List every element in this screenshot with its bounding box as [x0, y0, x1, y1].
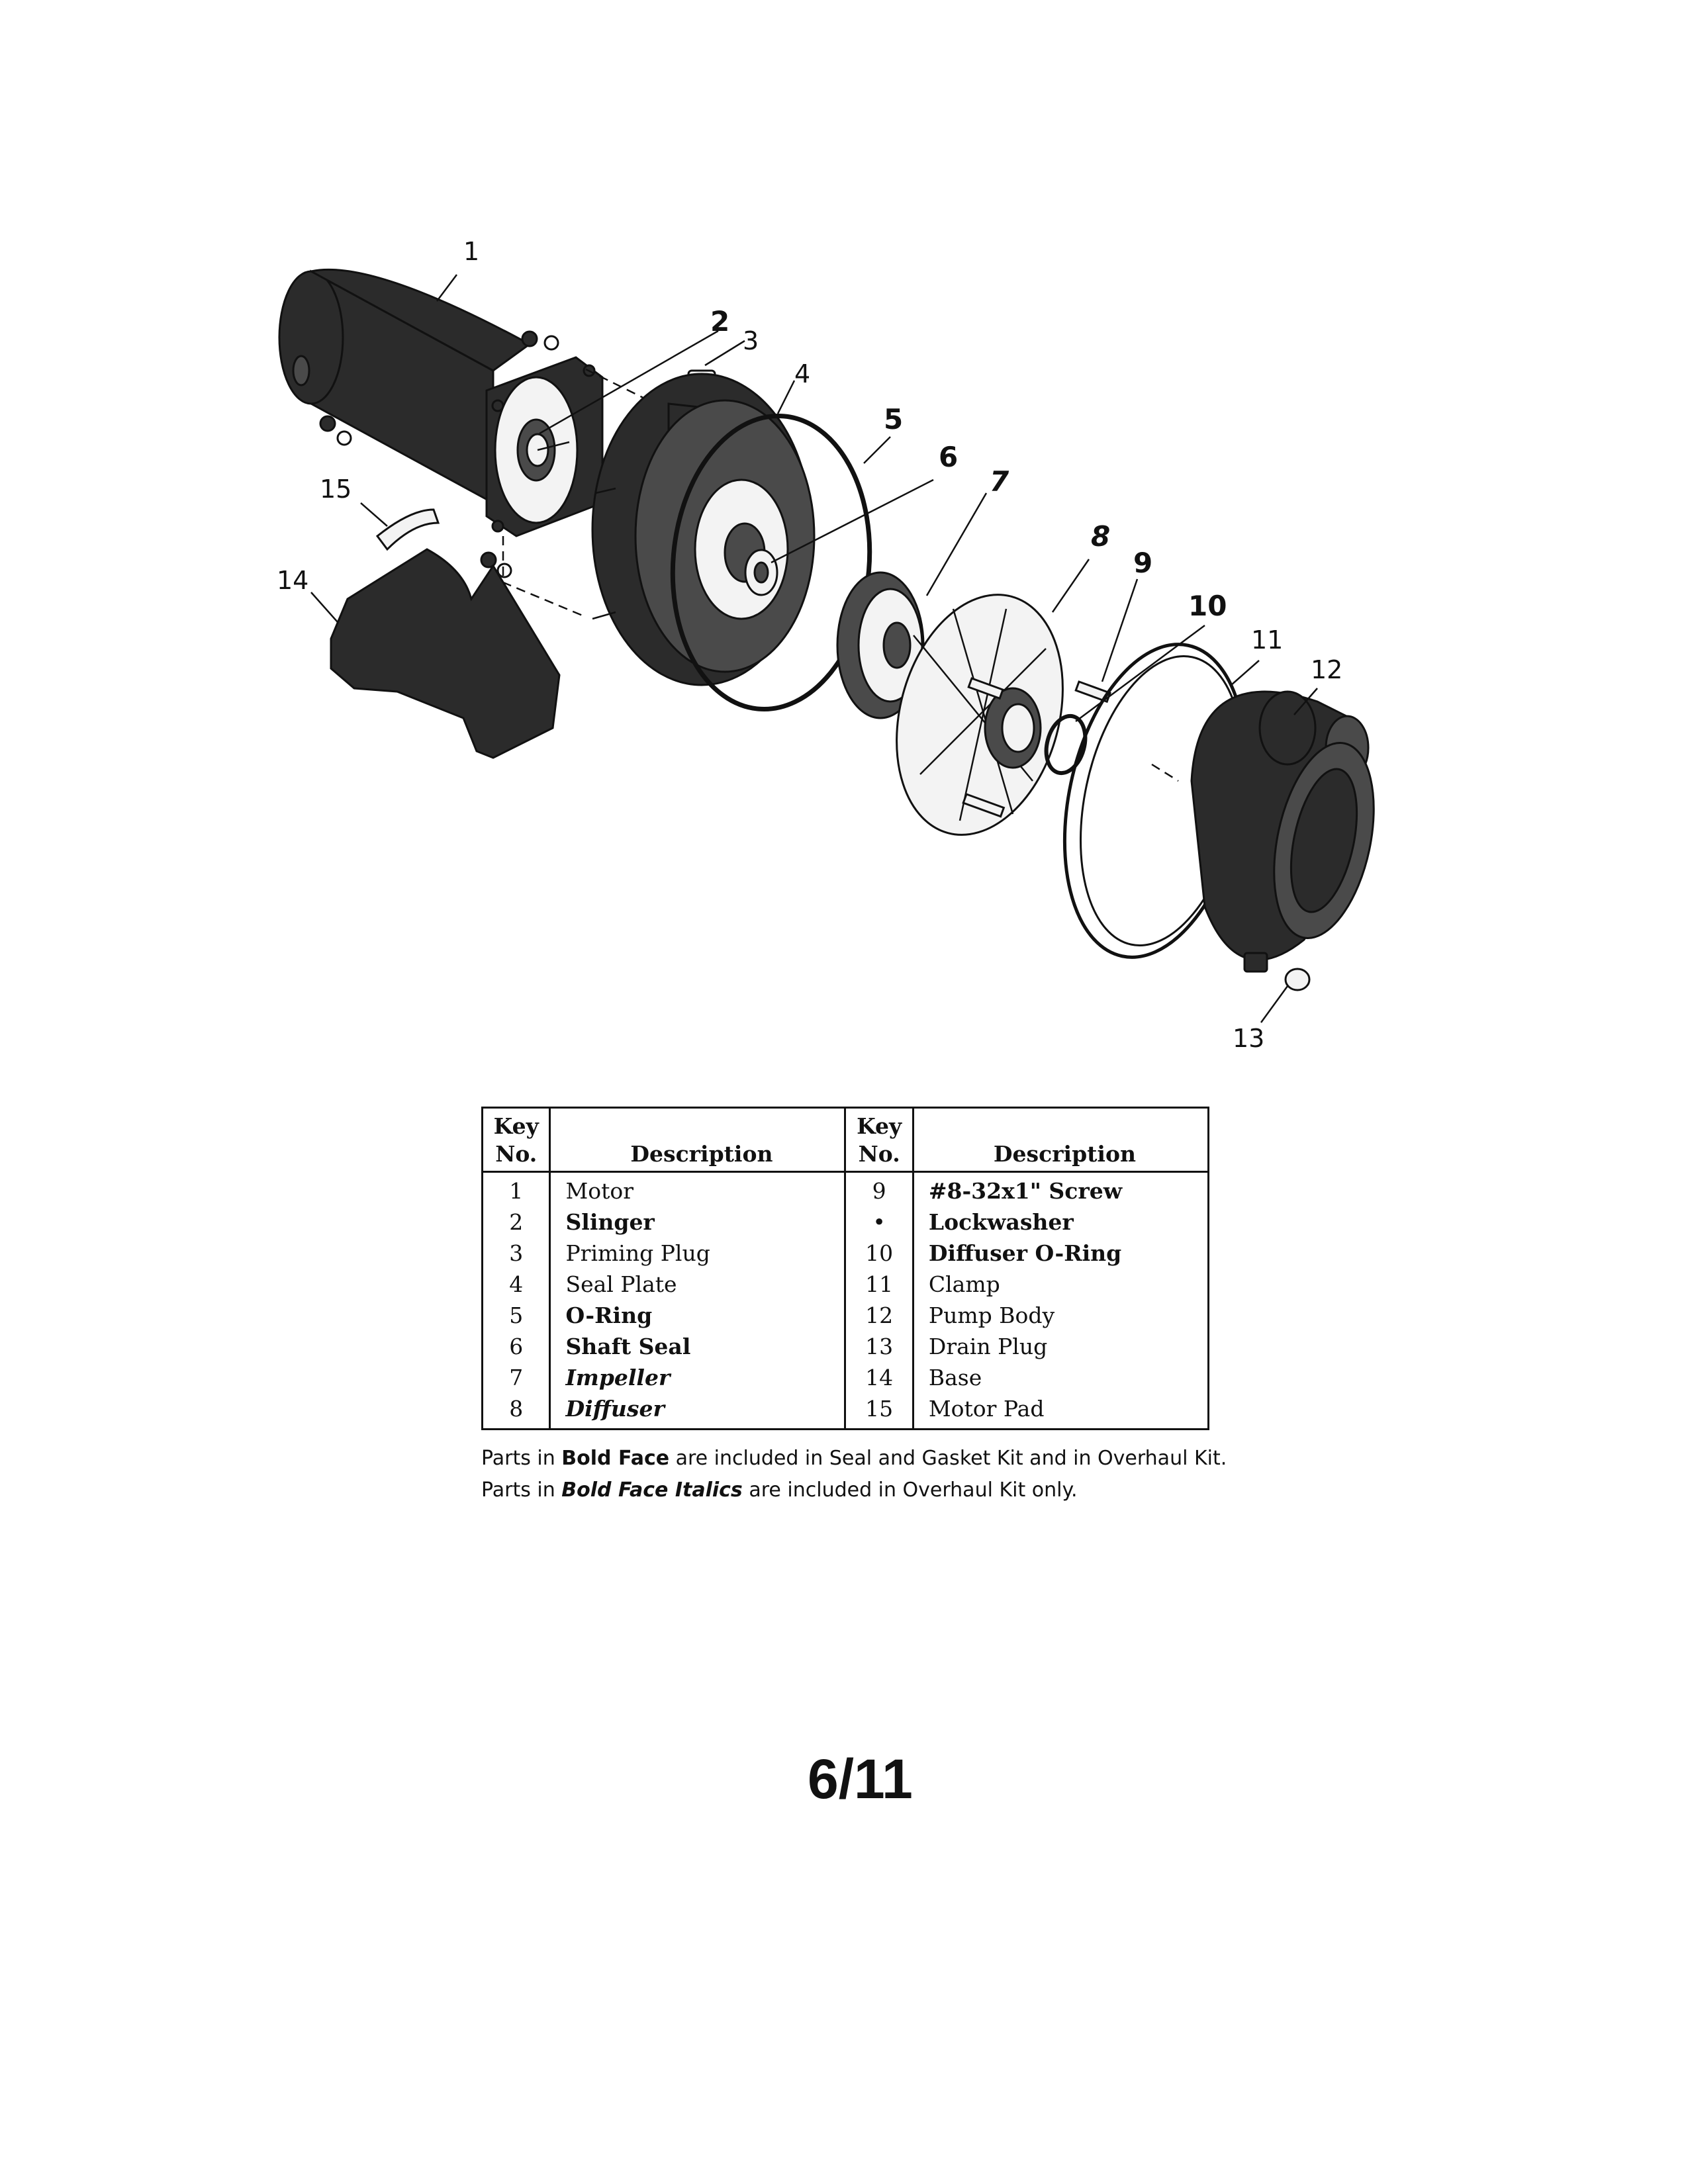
- motor-nuts-washers: [319, 330, 559, 578]
- key-cell: 7: [509, 1365, 524, 1390]
- table-row: 4 Seal Plate 11 Clamp: [483, 1269, 1209, 1300]
- motor-pad: [375, 508, 440, 551]
- pump-body: [1190, 690, 1375, 961]
- description-cell: Seal Plate: [549, 1269, 845, 1300]
- key-cell: 1: [509, 1178, 524, 1204]
- table-row: 2 Slinger • Lockwasher: [483, 1206, 1209, 1238]
- callout-5: 5: [884, 403, 903, 435]
- callout-4: 4: [794, 359, 810, 388]
- diffuser-o-ring: [1044, 713, 1088, 776]
- description-cell: Motor Pad: [912, 1393, 1209, 1430]
- seal-plate: [591, 373, 816, 686]
- key-cell: 15: [844, 1393, 914, 1430]
- table-row: 7 Impeller 14 Base: [483, 1362, 1209, 1393]
- impeller: [836, 571, 925, 719]
- table-row: 6 Shaft Seal 13 Drain Plug: [483, 1331, 1209, 1362]
- description-cell: O-Ring: [549, 1300, 845, 1331]
- key-cell: 9: [844, 1171, 914, 1206]
- kit-notes: Parts in Bold Face are included in Seal …: [481, 1443, 1342, 1506]
- key-cell: 8: [509, 1396, 524, 1422]
- description-cell: Diffuser: [549, 1393, 845, 1430]
- callout-6: 6: [939, 441, 958, 473]
- key-cell: 14: [844, 1362, 914, 1393]
- key-cell: •: [844, 1206, 914, 1238]
- callout-3: 3: [743, 326, 759, 355]
- callout-10: 10: [1188, 590, 1227, 622]
- description-cell: Pump Body: [912, 1300, 1209, 1331]
- exploded-pump-diagram: 1 2 3 4 5 6 7 8 9 10 11 12 13 14 15: [277, 237, 1375, 1053]
- callout-14: 14: [277, 566, 308, 595]
- key-cell: 5: [509, 1302, 524, 1328]
- key-cell: 10: [844, 1238, 914, 1269]
- key-cell: 6: [509, 1334, 524, 1359]
- note-bold-face: Parts in Bold Face are included in Seal …: [481, 1447, 1227, 1470]
- callout-15: 15: [320, 475, 352, 504]
- description-cell: Lockwasher: [912, 1206, 1209, 1238]
- shaft-seal: [744, 549, 778, 596]
- description-cell: Base: [912, 1362, 1209, 1393]
- header-description-left: Description: [549, 1107, 845, 1173]
- callout-7: 7: [990, 465, 1009, 498]
- table-row: 1 Motor 9 #8-32x1" Screw: [483, 1171, 1209, 1206]
- callout-8: 8: [1091, 520, 1110, 553]
- description-cell: #8-32x1" Screw: [912, 1171, 1209, 1206]
- description-cell: Shaft Seal: [549, 1331, 845, 1362]
- diffuser: [896, 594, 1064, 836]
- key-cell: 12: [844, 1300, 914, 1331]
- description-cell: Clamp: [912, 1269, 1209, 1300]
- description-cell: Motor: [549, 1171, 845, 1206]
- callout-13: 13: [1233, 1024, 1264, 1053]
- table-row: 8 Diffuser 15 Motor Pad: [483, 1393, 1209, 1430]
- key-cell: 2: [509, 1209, 524, 1235]
- page-number: 6/11: [808, 1748, 913, 1810]
- motor: [278, 268, 532, 505]
- table-row: 5 O-Ring 12 Pump Body: [483, 1300, 1209, 1331]
- key-cell: 4: [509, 1271, 524, 1297]
- key-cell: 13: [844, 1331, 914, 1362]
- o-ring: [670, 413, 872, 712]
- callout-11: 11: [1251, 625, 1283, 655]
- key-cell: 3: [509, 1240, 524, 1266]
- note-bold-face-italics: Parts in Bold Face Italics are included …: [481, 1479, 1078, 1502]
- callout-1: 1: [463, 237, 479, 266]
- base: [330, 548, 561, 759]
- key-cell: 11: [844, 1269, 914, 1300]
- callout-2: 2: [710, 305, 729, 338]
- description-cell: Impeller: [549, 1362, 845, 1393]
- description-cell: Priming Plug: [549, 1238, 845, 1269]
- drain-plug: [1243, 952, 1311, 991]
- table-row: 3 Priming Plug 10 Diffuser O-Ring: [483, 1238, 1209, 1269]
- description-cell: Drain Plug: [912, 1331, 1209, 1362]
- slinger: [526, 433, 570, 467]
- callout-12: 12: [1311, 655, 1342, 684]
- callout-9: 9: [1133, 547, 1152, 579]
- description-cell: Diffuser O-Ring: [912, 1238, 1209, 1269]
- header-description-right: Description: [912, 1107, 1209, 1173]
- description-cell: Slinger: [549, 1206, 845, 1238]
- leader-lines: [310, 274, 1318, 1023]
